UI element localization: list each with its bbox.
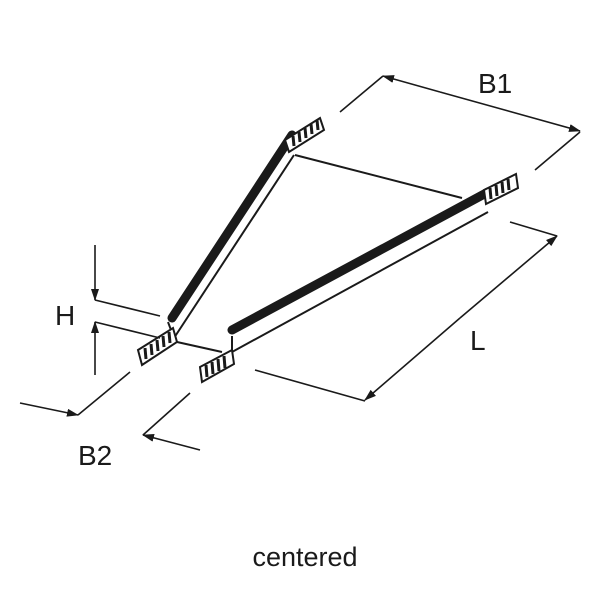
label-b2: B2 — [78, 440, 112, 471]
bracket-left-top — [283, 116, 326, 154]
bracket-right-bottom — [198, 348, 236, 384]
caption: centered — [252, 542, 357, 572]
dimension-h — [91, 245, 161, 375]
label-l: L — [470, 325, 486, 356]
top-crossbar — [294, 154, 463, 199]
bracket-left-bottom — [136, 326, 179, 367]
label-b1: B1 — [478, 68, 512, 99]
dimension-l — [254, 221, 558, 402]
dimension-b1 — [339, 75, 581, 171]
bracket-right-top — [482, 172, 520, 206]
label-h: H — [55, 300, 75, 331]
dimension-b2 — [19, 371, 201, 451]
